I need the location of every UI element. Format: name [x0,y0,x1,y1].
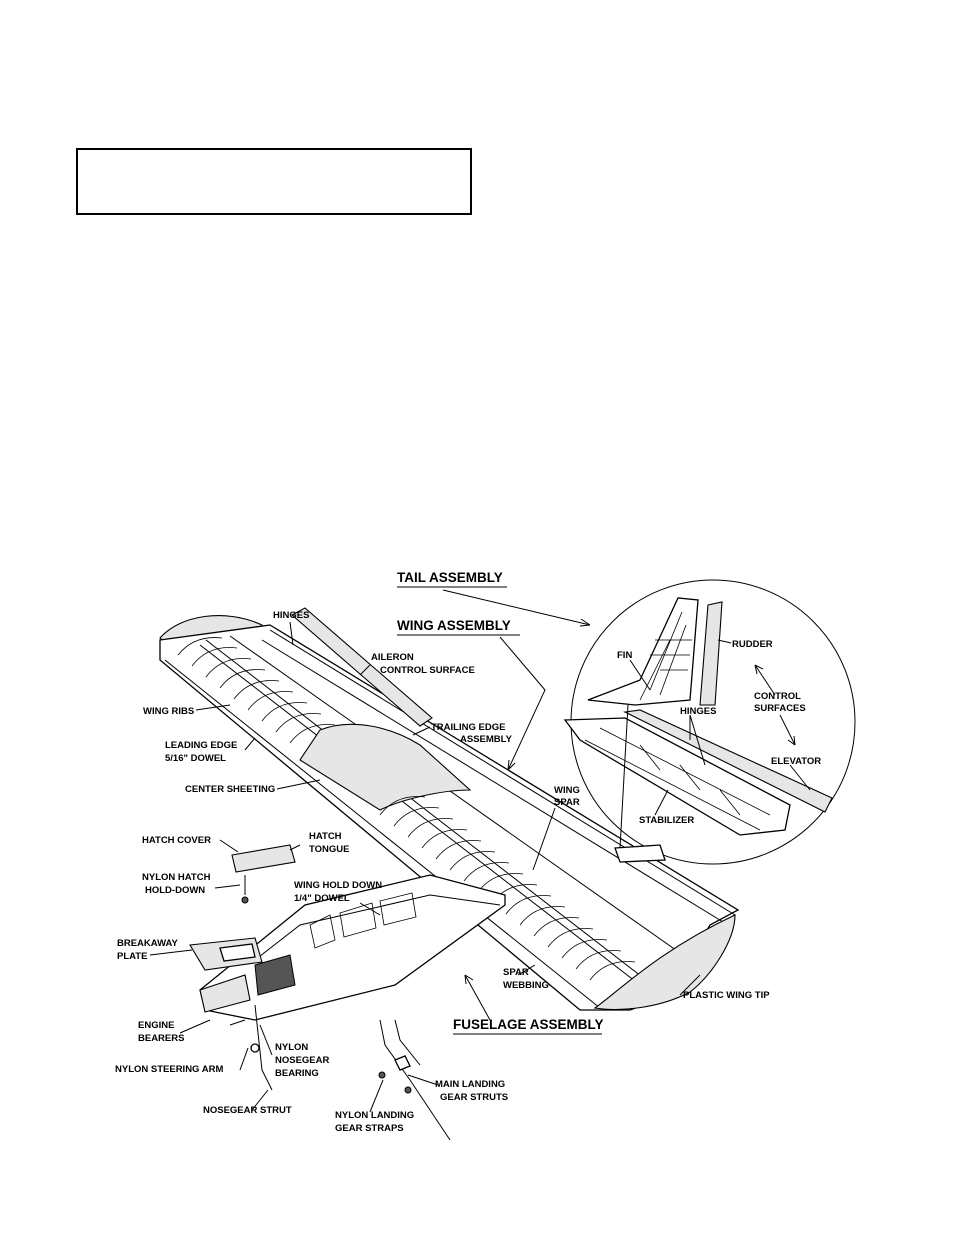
label-aileron-2: CONTROL SURFACE [380,665,475,676]
label-breakaway-1: BREAKAWAY [117,938,179,949]
label-trailing-2: ASSEMBLY [460,734,513,745]
label-control-1: CONTROL [754,691,801,702]
label-nylon-straps-2: GEAR STRAPS [335,1123,404,1134]
label-trailing-1: TRAILING EDGE [431,722,505,733]
label-nylon-straps-1: NYLON LANDING [335,1110,414,1121]
label-engine-bearers-1: ENGINE [138,1020,174,1031]
label-nylon-nosegear-3: BEARING [275,1068,319,1079]
heading-fuselage-assembly: FUSELAGE ASSEMBLY [453,1017,604,1032]
wing-assembly-drawing [159,607,740,1011]
label-engine-bearers-2: BEARERS [138,1033,184,1044]
label-hinges-tail: HINGES [680,706,716,717]
heading-wing-assembly: WING ASSEMBLY [397,618,511,633]
label-plastic-wing-tip: PLASTIC WING TIP [683,990,770,1001]
label-main-gear-1: MAIN LANDING [435,1079,505,1090]
tail-assembly-drawing [563,579,856,865]
fuselage-drawing [189,844,506,1141]
label-main-gear-2: GEAR STRUTS [440,1092,508,1103]
label-wing-spar-1: WING [554,785,580,796]
label-wing-spar-2: SPAR [554,797,580,808]
label-center-sheeting: CENTER SHEETING [185,784,275,795]
label-hatch-cover: HATCH COVER [142,835,211,846]
label-fin: FIN [617,650,632,661]
label-elevator: ELEVATOR [771,756,821,767]
label-stabilizer: STABILIZER [639,815,694,826]
label-rudder: RUDDER [732,639,773,650]
label-wing-hold-2: 1/4" DOWEL [294,893,350,904]
label-hatch-tongue-2: TONGUE [309,844,349,855]
label-hinges-wing: HINGES [273,610,309,621]
label-leading-1: LEADING EDGE [165,740,237,751]
label-wing-hold-1: WING HOLD DOWN [294,880,382,891]
label-spar-webbing-2: WEBBING [503,980,549,991]
label-control-2: SURFACES [754,703,806,714]
title-box [76,148,472,215]
label-wing-ribs: WING RIBS [143,706,194,717]
label-hatch-tongue-1: HATCH [309,831,342,842]
label-nylon-steering-arm: NYLON STEERING ARM [115,1064,223,1075]
label-nosegear-strut: NOSEGEAR STRUT [203,1105,292,1116]
leader-lines [149,589,811,1113]
label-aileron-1: AILERON [371,652,414,663]
label-nylon-hatch-2: HOLD-DOWN [145,885,205,896]
label-leading-2: 5/16" DOWEL [165,753,226,764]
heading-tail-assembly: TAIL ASSEMBLY [397,570,503,585]
label-nylon-nosegear-1: NYLON [275,1042,308,1053]
label-nylon-nosegear-2: NOSEGEAR [275,1055,330,1066]
label-spar-webbing-1: SPAR [503,967,529,978]
label-breakaway-2: PLATE [117,951,147,962]
label-nylon-hatch-1: NYLON HATCH [142,872,211,883]
